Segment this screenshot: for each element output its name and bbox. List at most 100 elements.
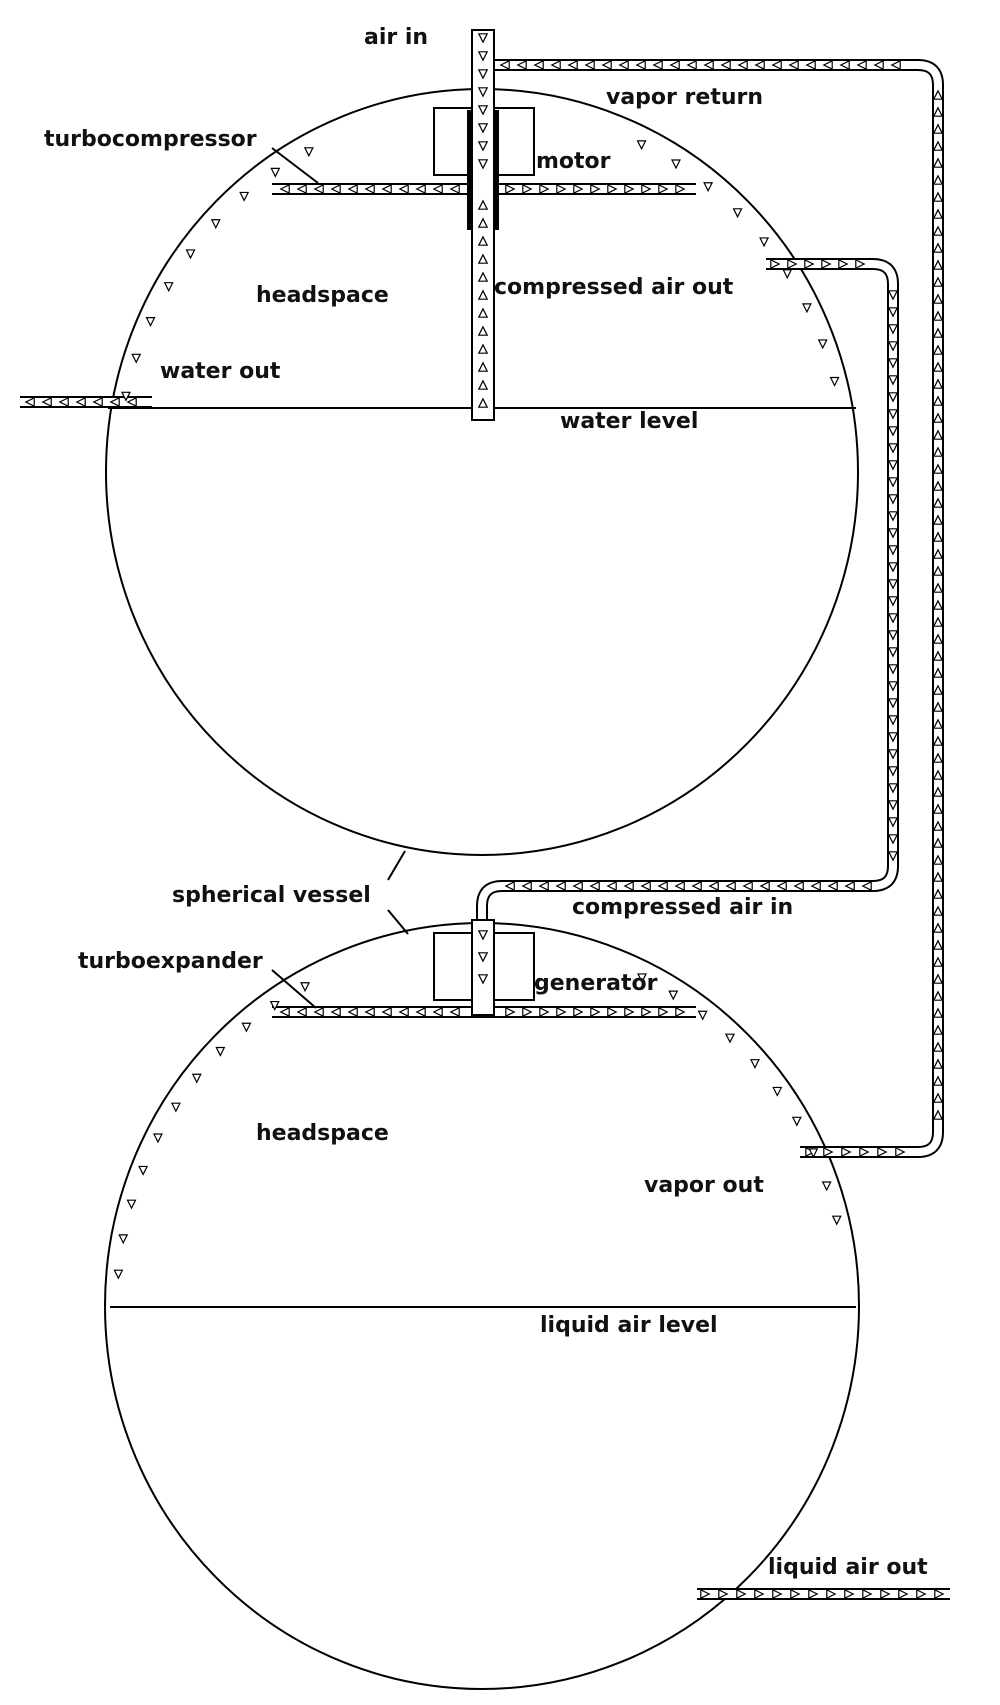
shell-arrow-icon (241, 1022, 252, 1033)
flow-arrow-icon (856, 59, 867, 71)
flow-arrow-icon (932, 582, 944, 593)
flow-arrow-icon (898, 1588, 909, 1600)
flow-arrow-icon (432, 183, 443, 195)
flow-arrow-icon (887, 613, 899, 624)
flow-arrow-icon (932, 599, 944, 610)
flow-arrow-icon (770, 258, 781, 270)
flow-arrow-icon (932, 1007, 944, 1018)
flow-arrow-icon (505, 1006, 516, 1018)
flow-arrow-icon (364, 1006, 375, 1018)
flow-arrow-icon (932, 1075, 944, 1086)
shell-arrow-icon (732, 208, 743, 219)
flow-arrow-icon (932, 191, 944, 202)
flow-arrow-icon (887, 596, 899, 607)
flow-arrow-icon (432, 1006, 443, 1018)
flow-arrow-icon (932, 956, 944, 967)
flow-arrow-icon (932, 650, 944, 661)
flow-arrow-icon (887, 460, 899, 471)
flow-arrow-icon (601, 59, 612, 71)
flow-arrow-icon (887, 579, 899, 590)
flow-arrow-icon (887, 834, 899, 845)
flow-arrow-icon (708, 880, 719, 892)
flow-arrow-icon (932, 1024, 944, 1035)
flow-arrow-icon (932, 752, 944, 763)
flow-arrow-icon (550, 59, 561, 71)
flow-arrow-icon (932, 667, 944, 678)
flow-arrow-icon (477, 307, 489, 318)
flow-arrow-icon (932, 89, 944, 100)
flow-arrow-icon (521, 880, 532, 892)
flow-arrow-icon (839, 59, 850, 71)
flow-arrow-icon (675, 183, 686, 195)
flow-arrow-icon (887, 494, 899, 505)
flow-arrow-icon (873, 59, 884, 71)
flow-arrow-icon (932, 1041, 944, 1052)
flow-arrow-icon (895, 1146, 906, 1158)
flow-arrow-icon (861, 880, 872, 892)
flow-arrow-icon (932, 310, 944, 321)
flow-arrow-icon (754, 59, 765, 71)
flow-arrow-icon (859, 1146, 870, 1158)
flow-arrow-icon (823, 1146, 834, 1158)
flow-arrow-icon (776, 880, 787, 892)
flow-arrow-icon (887, 681, 899, 692)
flow-arrow-icon (932, 973, 944, 984)
flow-arrow-icon (381, 1006, 392, 1018)
shell-arrow-icon (725, 1033, 735, 1044)
compressor-shaft-collar-left (467, 110, 472, 230)
flow-arrow-icon (624, 183, 635, 195)
flow-arrow-icon (58, 396, 69, 408)
flow-arrow-icon (932, 412, 944, 423)
flow-arrow-icon (657, 880, 668, 892)
flow-arrow-icon (932, 378, 944, 389)
expander-shaft (471, 919, 495, 1016)
flow-arrow-icon (887, 647, 899, 658)
flow-arrow-icon (92, 396, 103, 408)
flow-arrow-icon (641, 1006, 652, 1018)
flow-arrow-icon (932, 939, 944, 950)
flow-arrow-icon (669, 59, 680, 71)
flow-arrow-icon (572, 880, 583, 892)
flow-arrows (24, 33, 945, 1600)
flow-arrow-icon (477, 87, 489, 98)
flow-arrow-icon (641, 183, 652, 195)
flow-arrow-icon (890, 59, 901, 71)
flow-arrow-icon (855, 258, 866, 270)
flow-arrow-icon (505, 183, 516, 195)
shell-arrow-icon (703, 182, 714, 193)
motor-label: motor (536, 149, 611, 174)
flow-arrow-icon (887, 307, 899, 318)
shell-arrow-icon (185, 249, 196, 260)
flow-arrow-icon (932, 514, 944, 525)
spherical-vessel-label: spherical vessel (172, 883, 371, 908)
flow-arrow-icon (932, 786, 944, 797)
flow-arrow-icon (887, 511, 899, 522)
flow-arrow-icon (522, 183, 533, 195)
flow-arrow-icon (737, 59, 748, 71)
flow-arrow-icon (759, 880, 770, 892)
flow-arrow-icon (887, 698, 899, 709)
shell-arrow-icon (749, 1059, 760, 1070)
flow-arrow-icon (787, 258, 798, 270)
flow-arrow-icon (932, 820, 944, 831)
flow-arrow-icon (932, 565, 944, 576)
compressor-shaft-collar-right (494, 110, 499, 230)
flow-arrow-icon (718, 1588, 729, 1600)
flow-arrow-icon (887, 375, 899, 386)
flow-arrow-icon (584, 59, 595, 71)
flow-arrow-icon (916, 1588, 927, 1600)
flow-arrow-icon (844, 880, 855, 892)
flow-arrow-icon (805, 59, 816, 71)
flow-arrow-icon (932, 361, 944, 372)
flow-arrow-icon (381, 183, 392, 195)
flow-arrow-icon (658, 1006, 669, 1018)
flow-arrow-icon (754, 1588, 765, 1600)
shell-arrow-icon (821, 1181, 832, 1192)
flow-arrow-icon (932, 871, 944, 882)
flow-arrow-icon (347, 1006, 358, 1018)
flow-arrow-icon (887, 800, 899, 811)
flow-arrow-icon (887, 426, 899, 437)
flow-arrow-icon (449, 1006, 460, 1018)
shell-arrow-icon (817, 339, 828, 350)
flow-arrow-icon (887, 358, 899, 369)
